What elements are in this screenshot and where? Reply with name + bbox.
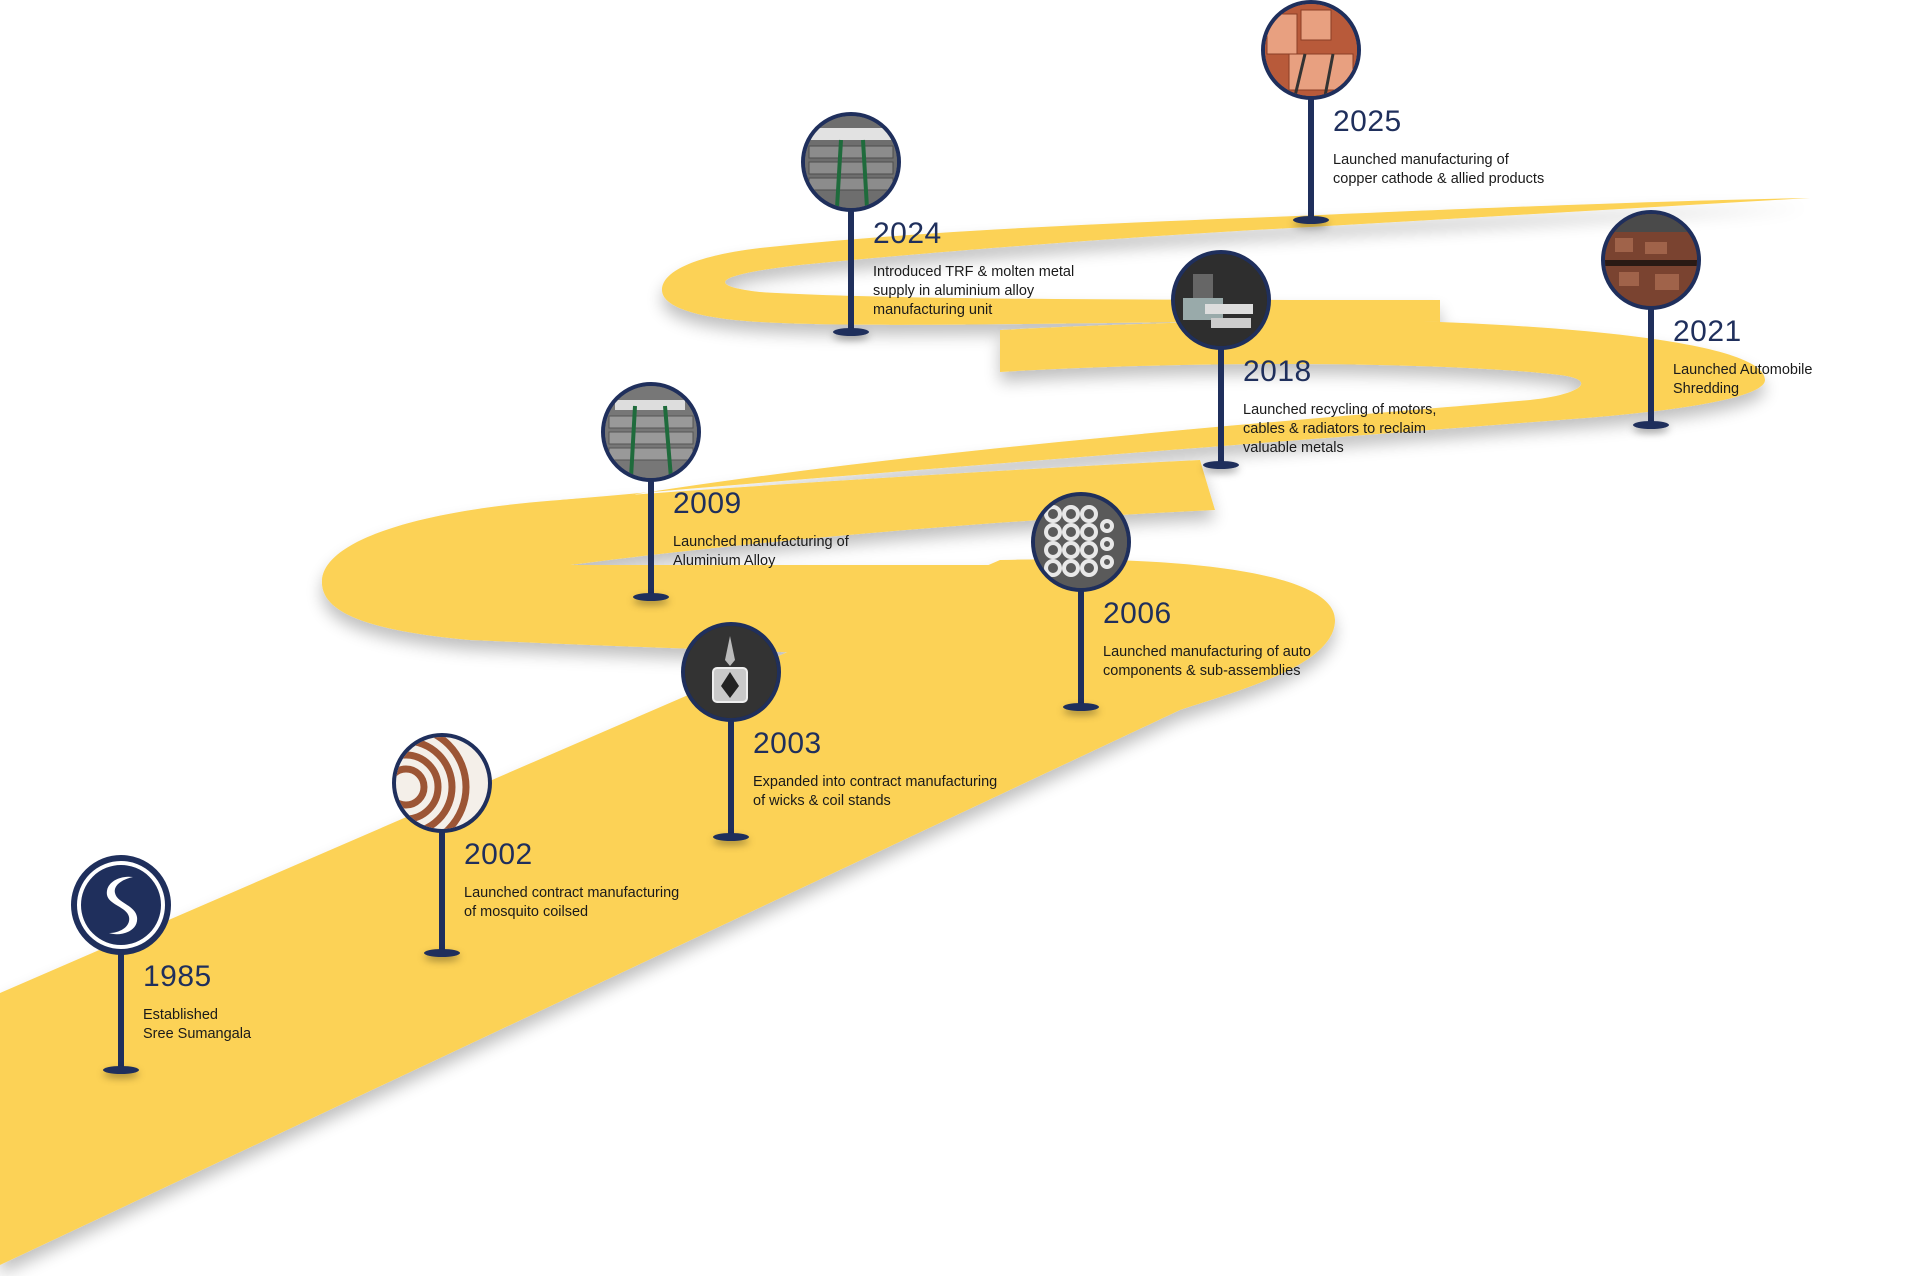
aluminium-ingots-stack-photo-icon xyxy=(801,112,901,212)
pin-post xyxy=(848,208,854,330)
pin-base xyxy=(1063,703,1099,711)
milestone-year: 2006 xyxy=(1103,597,1172,630)
milestone-year: 2002 xyxy=(464,838,533,871)
pin-post xyxy=(728,718,734,836)
pin-post xyxy=(1648,306,1654,424)
mosquito-coils-photo-icon xyxy=(392,733,492,833)
milestone-description: Expanded into contract manufacturing of … xyxy=(753,774,998,809)
milestone-description: Launched manufacturing of auto component… xyxy=(1103,644,1311,679)
milestone-description: Launched contract manufacturing of mosqu… xyxy=(464,885,680,920)
pin-base xyxy=(103,1066,139,1074)
milestone-description: Established Sree Sumangala xyxy=(143,1007,252,1042)
copper-cathode-photo-icon xyxy=(1261,0,1361,100)
pin-base xyxy=(1633,421,1669,429)
milestone-description: Launched recycling of motors, cables & r… xyxy=(1243,402,1437,456)
milestone-description: Launched manufacturing of Aluminium Allo… xyxy=(673,534,849,569)
milestone-year: 2003 xyxy=(753,727,822,760)
pin-post xyxy=(1308,96,1314,218)
milestone-year: 2025 xyxy=(1333,105,1402,138)
milestone-year: 1985 xyxy=(143,960,212,993)
pin-post xyxy=(1078,588,1084,706)
milestone-year: 2021 xyxy=(1673,315,1742,348)
milestone-description: Launched Automobile Shredding xyxy=(1673,362,1813,397)
pin-post xyxy=(439,829,445,951)
pin-base xyxy=(424,949,460,957)
pin-base xyxy=(1293,216,1329,224)
aluminium-ingots-photo-icon xyxy=(601,382,701,482)
pin-base xyxy=(633,593,669,601)
milestone-year: 2009 xyxy=(673,487,742,520)
pin-post xyxy=(648,478,654,596)
pin-base xyxy=(713,833,749,841)
pin-base xyxy=(833,328,869,336)
shredded-scrap-photo-icon xyxy=(1601,210,1701,310)
milestone-year: 2024 xyxy=(873,217,942,250)
milestone-year: 2018 xyxy=(1243,355,1312,388)
pin-base xyxy=(1203,461,1239,469)
milestone-description: Launched manufacturing of copper cathode… xyxy=(1333,152,1545,187)
auto-components-photo-icon xyxy=(1031,492,1131,592)
pin-post xyxy=(1218,346,1224,464)
sree-sumangala-logo-icon xyxy=(71,855,171,955)
coil-stand-photo-icon xyxy=(681,622,781,722)
milestone-description: Introduced TRF & molten metal supply in … xyxy=(873,264,1075,318)
pin-post xyxy=(118,951,124,1069)
